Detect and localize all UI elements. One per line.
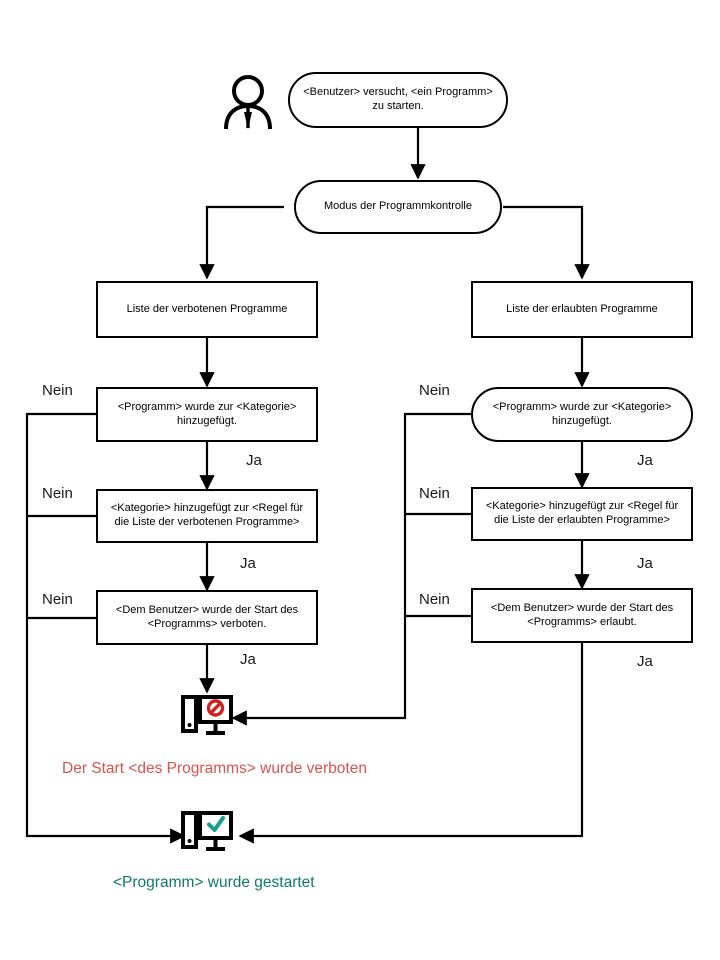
edge-mode-to-left-list — [199, 205, 284, 280]
caption-denied: Der Start <des Programms> wurde verboten — [62, 760, 367, 777]
node-left-question-rule-denied-list[interactable]: <Kategorie> hinzugefügt zur <Regel für d… — [96, 489, 318, 543]
node-left-q3-label: <Dem Benutzer> wurde der Start des <Prog… — [115, 603, 299, 630]
monitor-blocked-icon — [181, 694, 233, 740]
node-right-question-user-allowed[interactable]: <Dem Benutzer> wurde der Start des <Prog… — [471, 588, 693, 643]
edge-label-right-ja-2: Ja — [637, 555, 653, 572]
edge-mode-to-right-list — [503, 205, 590, 280]
node-right-q3-label: <Dem Benutzer> wurde der Start des <Prog… — [490, 601, 674, 628]
caption-allowed: <Programm> wurde gestartet — [113, 874, 315, 891]
user-icon — [222, 72, 274, 132]
edge-right-nein-bus — [231, 412, 471, 726]
edge-label-left-ja-3: Ja — [240, 651, 256, 668]
node-right-question-rule-allowed-list[interactable]: <Kategorie> hinzugefügt zur <Regel für d… — [471, 487, 693, 541]
node-mode-of-application-control[interactable]: Modus der Programmkontrolle — [294, 180, 502, 234]
edge-label-left-ja-1: Ja — [246, 452, 262, 469]
edge-label-left-ja-2: Ja — [240, 555, 256, 572]
edge-label-right-nein-2: Nein — [419, 485, 450, 502]
node-left-q1-label: <Programm> wurde zur <Kategorie> hinzuge… — [117, 400, 297, 427]
node-right-question-category-added[interactable]: <Programm> wurde zur <Kategorie> hinzuge… — [471, 387, 693, 442]
edge-label-left-nein-3: Nein — [42, 591, 73, 608]
node-list-allowed-programs[interactable]: Liste der erlaubten Programme — [471, 281, 693, 338]
node-left-question-category-added[interactable]: <Programm> wurde zur <Kategorie> hinzuge… — [96, 387, 318, 442]
node-start-label: <Benutzer> versucht, <ein Programm> zu s… — [303, 86, 493, 112]
node-list-allowed-label: Liste der erlaubten Programme — [506, 302, 658, 315]
edge-label-right-nein-1: Nein — [419, 382, 450, 399]
edge-right-q3-ja-to-allowed-icon — [238, 643, 584, 844]
edge-label-left-nein-2: Nein — [42, 485, 73, 502]
edge-left-nein-bus — [25, 412, 186, 844]
edge-label-left-nein-1: Nein — [42, 382, 73, 399]
node-start[interactable]: <Benutzer> versucht, <ein Programm> zu s… — [288, 72, 508, 128]
monitor-check-icon — [181, 810, 233, 856]
node-list-denied-programs[interactable]: Liste der verbotenen Programme — [96, 281, 318, 338]
node-right-q2-label: <Kategorie> hinzugefügt zur <Regel für d… — [485, 500, 679, 526]
node-left-q2-label: <Kategorie> hinzugefügt zur <Regel für d… — [110, 502, 304, 528]
edge-label-right-ja-1: Ja — [637, 452, 653, 469]
node-list-denied-label: Liste der verbotenen Programme — [126, 302, 288, 315]
node-left-question-user-denied[interactable]: <Dem Benutzer> wurde der Start des <Prog… — [96, 590, 318, 645]
node-right-q1-label: <Programm> wurde zur <Kategorie> hinzuge… — [492, 400, 672, 427]
edge-label-right-nein-3: Nein — [419, 591, 450, 608]
edge-label-right-ja-3: Ja — [637, 653, 653, 670]
node-mode-label: Modus der Programmkontrolle — [324, 200, 472, 213]
